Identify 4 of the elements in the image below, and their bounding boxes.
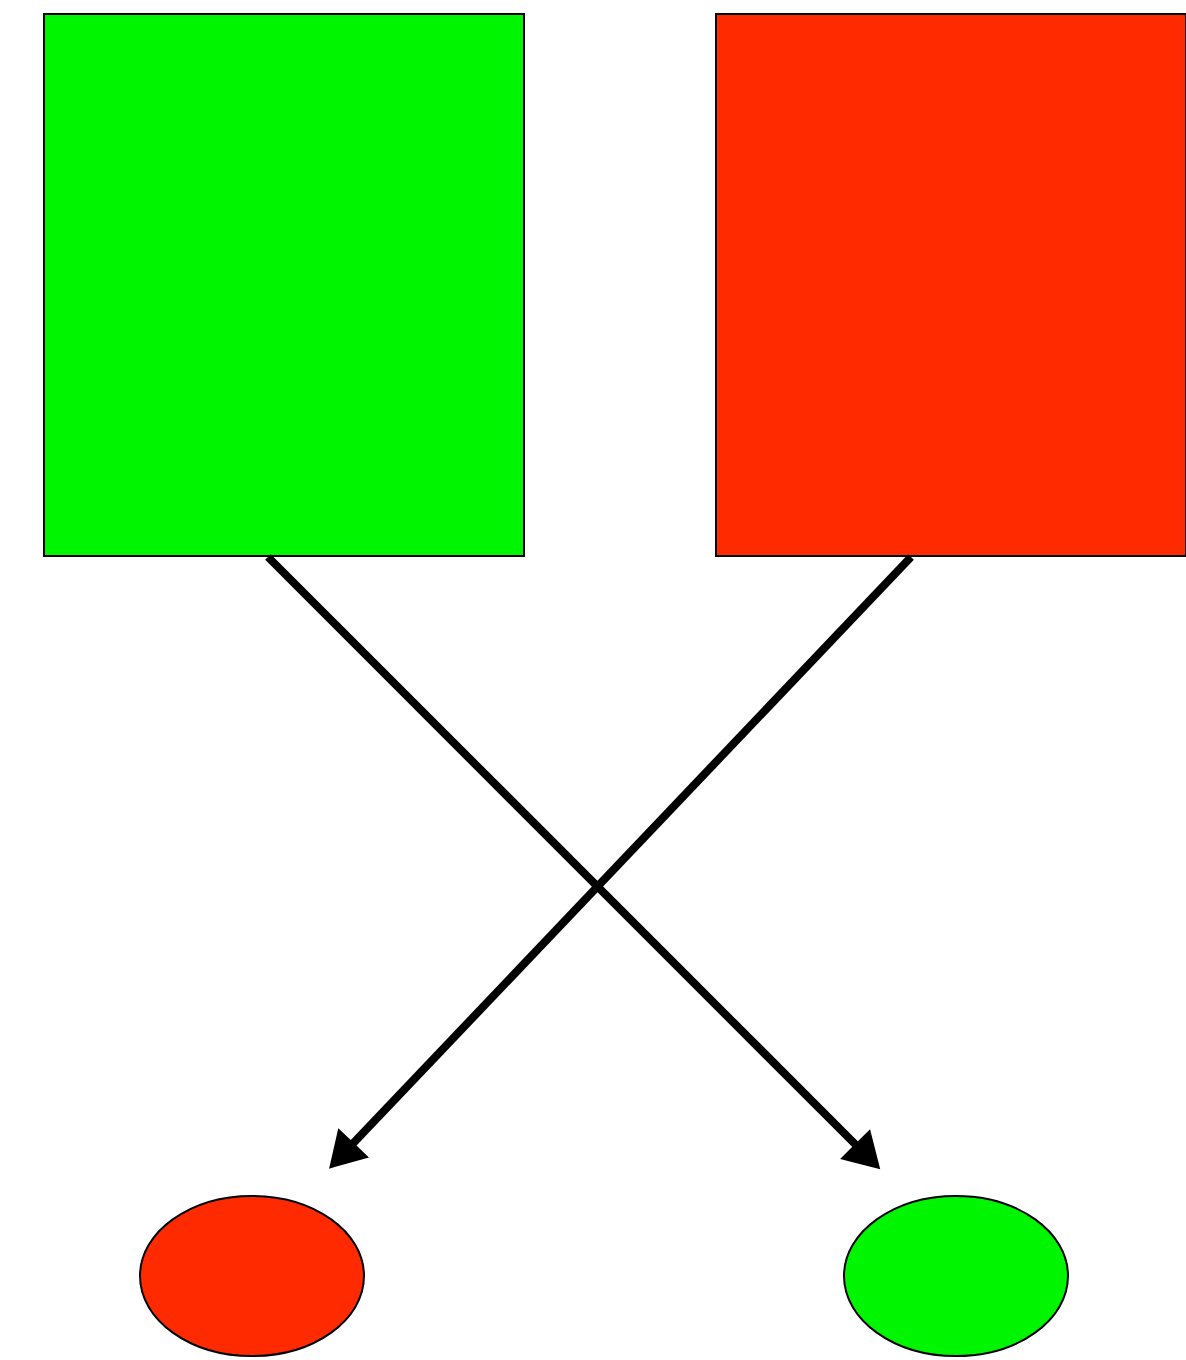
ellipse <box>843 1195 1069 1357</box>
square-box <box>43 13 525 557</box>
square-box <box>715 13 1186 557</box>
ellipse <box>139 1195 365 1357</box>
